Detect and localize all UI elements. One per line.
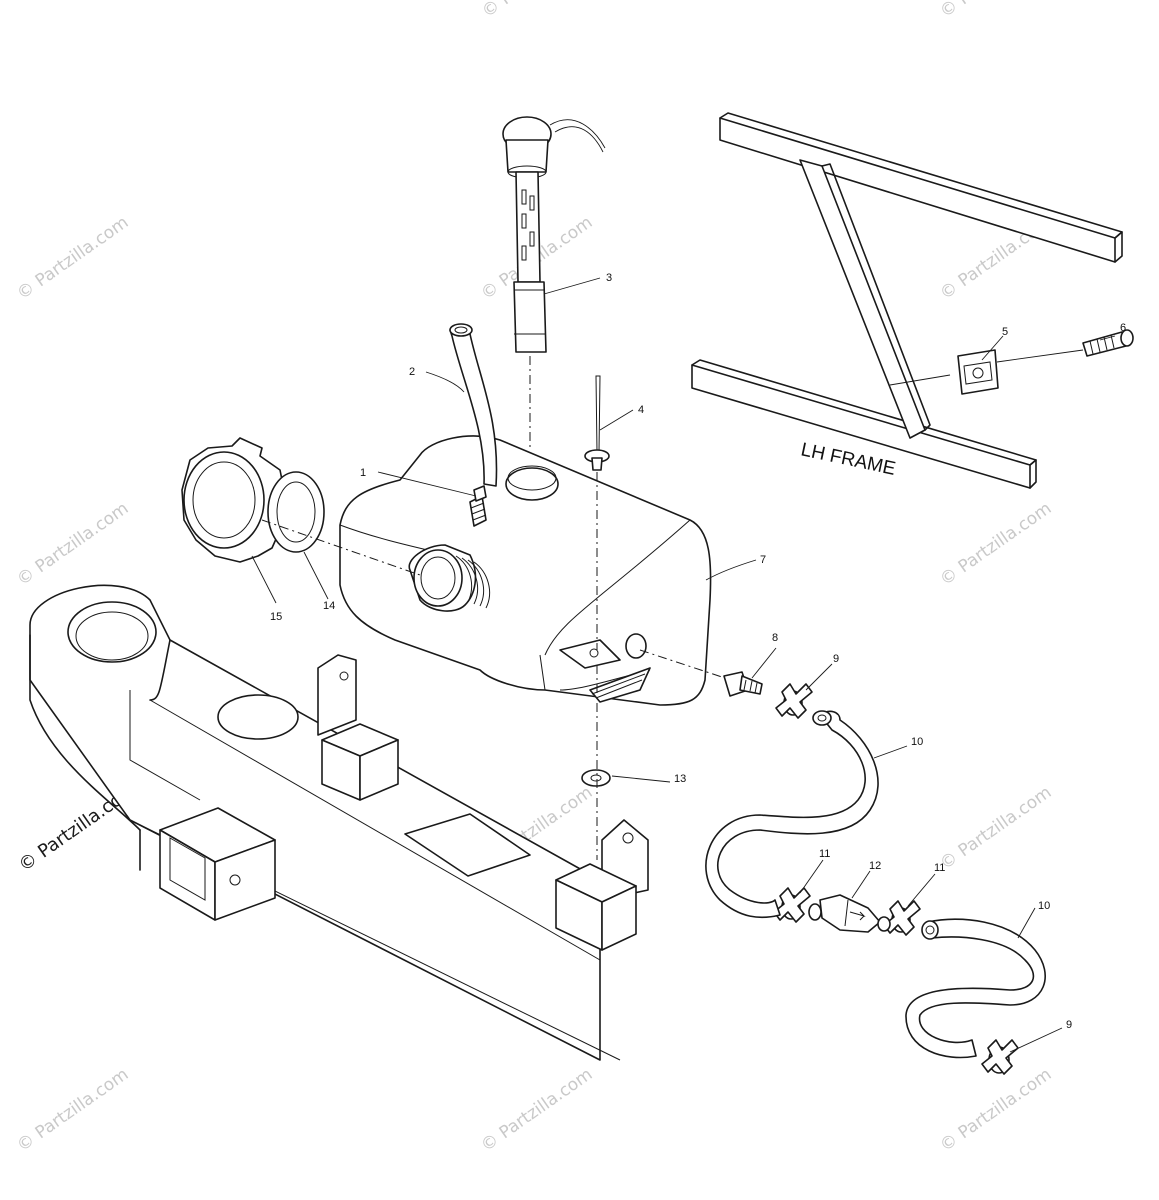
part-14-seal [267,471,325,553]
part-13-washer [581,769,611,787]
callout-13: 13 [674,773,686,785]
part-11-clamp-right [883,900,921,936]
callout-9b: 9 [1066,1019,1072,1031]
part-7-oil-tank [339,435,712,706]
part-12-inline-filter [808,894,891,933]
leader-lines [251,277,1116,1053]
part-6-screw [996,329,1134,363]
part-4-pin [584,375,610,860]
cap-axis [261,519,421,576]
part-5-clip [957,349,999,395]
part-3-level-gauge [502,116,606,450]
tank-bracket-left [317,654,399,801]
part-9-clamp [775,683,813,719]
part-2-vent-hose [449,323,498,487]
callout-14: 14 [323,600,335,612]
callout-1: 1 [360,467,366,479]
part-11-clamp-left [773,887,811,923]
watermark: © Partzilla.com [936,498,1055,590]
callout-10b: 10 [1038,900,1050,912]
part-9-clamp-lower [981,1039,1019,1075]
part-10-hose-lower [905,918,1046,1059]
watermark: © Partzilla.com [13,1064,132,1156]
receiver-tube [159,807,276,921]
tank-bracket-right [555,819,649,951]
watermark: © Partzilla.com [13,212,132,304]
callout-2: 2 [409,366,415,378]
frame-label: LH FRAME [799,439,897,480]
lh-frame [691,112,1123,489]
callouts: 1 2 3 4 5 6 7 8 9 9 10 10 11 11 12 13 14… [270,272,1126,1031]
callout-4: 4 [638,404,644,416]
callout-10a: 10 [911,736,923,748]
callout-5: 5 [1002,326,1008,338]
callout-11b: 11 [934,862,945,874]
callout-15: 15 [270,611,282,623]
part-10-hose-upper [705,710,879,919]
callout-8: 8 [772,632,778,644]
watermark: © Partzilla.com [477,1064,596,1156]
part-1-fitting [469,485,487,527]
carrier-bracket [29,584,621,1061]
watermark: © Partzilla.com [936,782,1055,874]
watermark: © Partzilla.com [936,1064,1055,1156]
callout-11a: 11 [819,848,830,860]
watermark: © Partzilla.com [936,0,1055,22]
part-8-outlet-fitting [639,649,763,697]
callout-9a: 9 [833,653,839,665]
watermark: © Partzilla.com [13,498,132,590]
callout-12: 12 [869,860,881,872]
watermark: © Partzilla.com [478,0,597,22]
callout-7: 7 [760,554,766,566]
callout-3: 3 [606,272,612,284]
callout-6: 6 [1120,322,1126,334]
